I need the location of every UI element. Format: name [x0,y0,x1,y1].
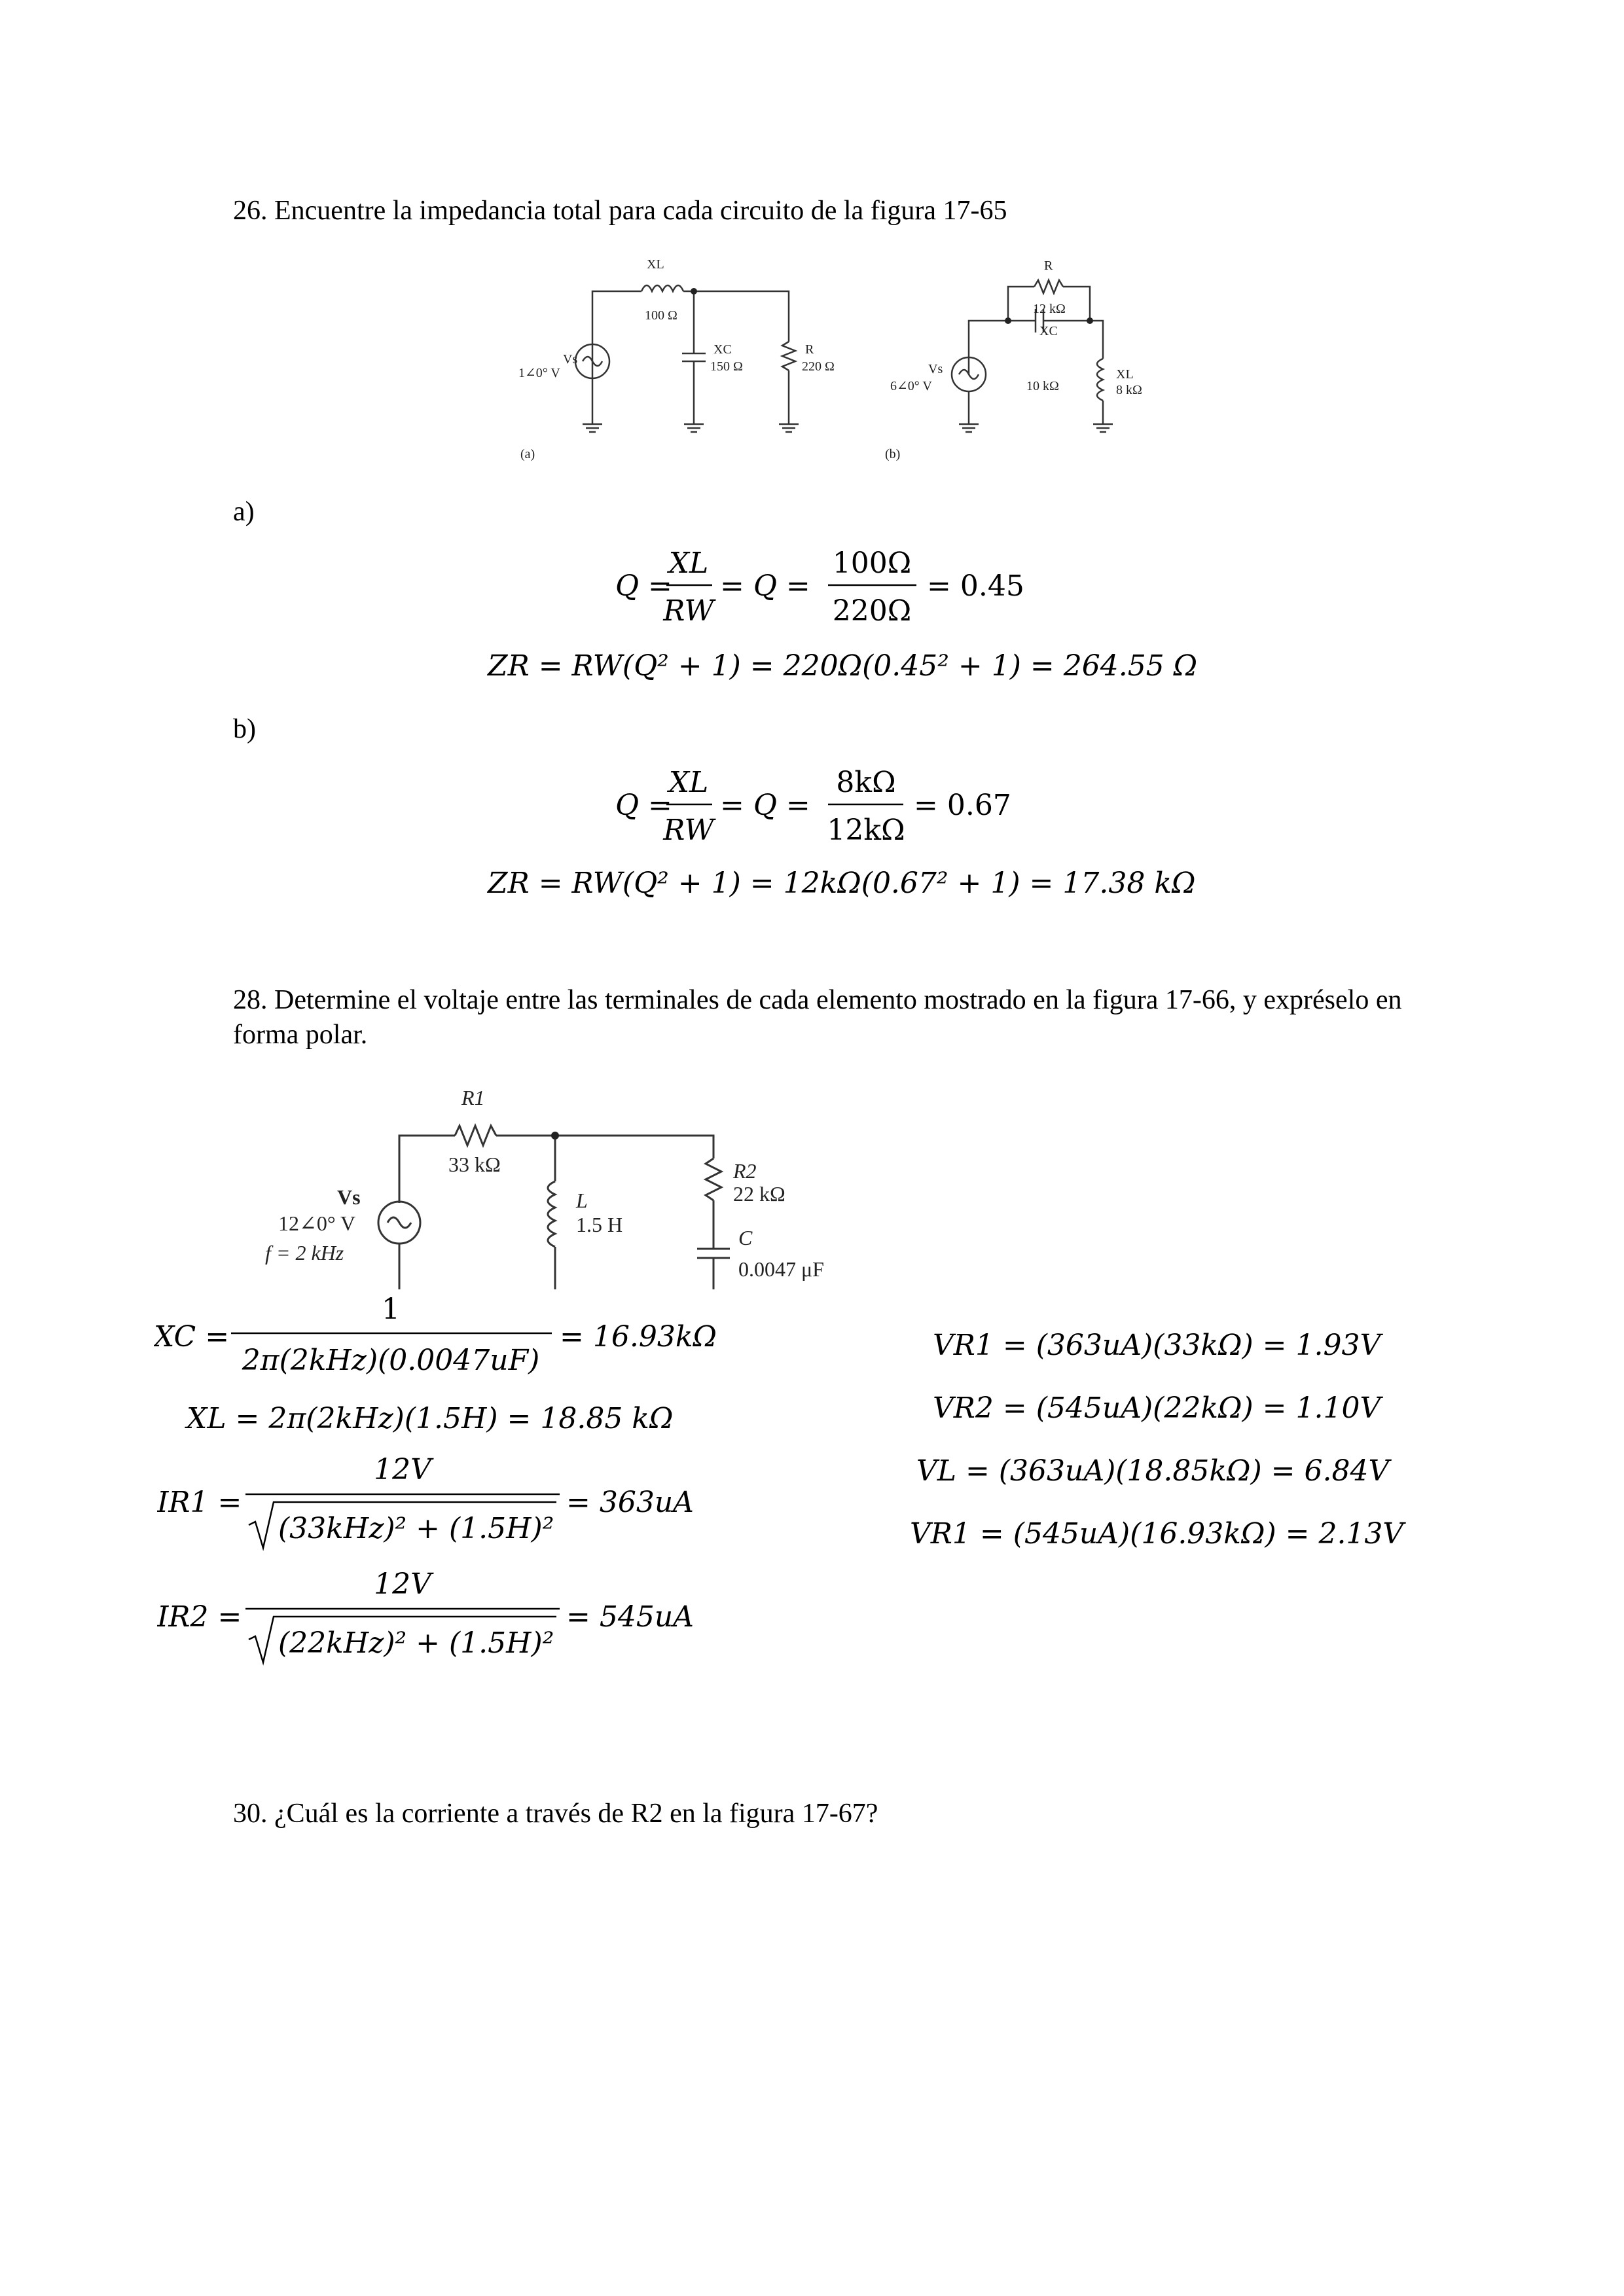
eq-a-q-frac1-den: RW [662,594,716,628]
fig-source-label: Vs [337,1185,361,1209]
fig-a-xc-label: XC [713,342,732,357]
eq-b-q-frac2-num: 8kΩ [836,766,895,799]
fig-l-value: 1.5 H [576,1213,623,1236]
fig-source-value: 12∠0° V [278,1211,355,1235]
eq-xc-result: = 16.93kΩ [560,1320,717,1354]
eq-a-q-frac2-den: 220Ω [833,594,911,628]
eq-ir1-result: = 363uA [566,1486,694,1519]
equation-ir2: IR2 = 12V (22kHz)² + (1.5H)² = 545uA [157,1568,694,1666]
eq-ir1-num: 12V [374,1453,434,1486]
fig-a-source-value: 1∠0° V [518,366,560,380]
eq-ir2-num: 12V [374,1568,434,1601]
eq-a-q-frac1-num: XL [667,547,709,580]
fig-c-label: C [738,1226,753,1249]
eq-a-q-lhs: Q = [615,569,672,603]
fig-b-xc-value: 10 kΩ [1026,379,1059,393]
equation-b-q: Q = XL RW = Q = 8kΩ 12kΩ = 0.67 [615,766,1011,847]
eq-xc-lhs: XC = [154,1320,229,1354]
voltage-line-r2: VR2 = (545uA)(22kΩ) = 1.10V [933,1391,1381,1425]
voltage-line-l: VL = (363uA)(18.85kΩ) = 6.84V [916,1454,1390,1488]
eq-xc-den: 2π(2kHz)(0.0047uF) [242,1344,540,1377]
fig-a-xl-label: XL [647,257,664,272]
fig-frequency: f = 2 kHz [265,1241,344,1265]
fig-r1-value: 33 kΩ [448,1153,501,1176]
eq-ir1-den: (33kHz)² + (1.5H)² [278,1512,554,1545]
fig-a-xl-value: 100 Ω [645,308,677,323]
figure-17-66: R1 33 kΩ L 1.5 H R2 22 kΩ C 0.0047 μF Vs… [265,1086,824,1289]
eq-b-q-mid: = Q = [720,789,810,822]
voltage-line-r1: VR1 = (363uA)(33kΩ) = 1.93V [933,1329,1381,1362]
fig-b-xl-label: XL [1116,367,1134,382]
equation-a-q: Q = XL RW = Q = 100Ω 220Ω = 0.45 [615,547,1024,628]
eq-b-q-result: = 0.67 [914,789,1011,822]
eq-a-q-frac2-num: 100Ω [833,547,911,580]
eq-b-q-frac1-num: XL [667,766,709,799]
fig-a-r-value: 220 Ω [802,359,835,374]
fig-b-source-value: 6∠0° V [890,379,932,393]
question-30-text: 30. ¿Cuál es la corriente a través de R2… [233,1799,878,1829]
question-26-text: 26. Encuentre la impedancia total para c… [233,196,1007,226]
eq-xc-num: 1 [382,1293,400,1326]
fig-b-xl-value: 8 kΩ [1116,383,1142,397]
fig-a-xc-value: 150 Ω [710,359,743,374]
eq-ir2-result: = 545uA [566,1600,694,1634]
part-a-label: a) [233,497,255,527]
eq-b-q-lhs: Q = [615,789,672,822]
figure-17-65: XL 100 Ω XC 150 Ω R 220 Ω Vs 1∠0° V (a) … [518,257,1142,461]
fig-a-caption: (a) [520,447,535,461]
question-28-text: 28. Determine el voltaje entre las termi… [233,985,1402,1050]
fig-b-r-label: R [1044,259,1053,273]
equation-ir1: IR1 = 12V (33kHz)² + (1.5H)² = 363uA [157,1453,694,1551]
part-b-label: b) [233,714,256,744]
eq-b-q-frac1-den: RW [662,814,716,847]
equation-b-z: ZR = RW(Q² + 1) = 12kΩ(0.67² + 1) = 17.3… [488,867,1196,900]
voltage-line-c: VR1 = (545uA)(16.93kΩ) = 2.13V [910,1517,1404,1551]
fig-b-source-label: Vs [928,362,943,376]
equation-xl: XL = 2π(2kHz)(1.5H) = 18.85 kΩ [187,1402,674,1435]
fig-b-r-value: 12 kΩ [1033,302,1066,316]
equation-xc: XC = 1 2π(2kHz)(0.0047uF) = 16.93kΩ [154,1293,717,1377]
fig-r2-value: 22 kΩ [733,1182,785,1206]
fig-r1-label: R1 [461,1086,485,1109]
fig-a-source-label: Vs [563,352,577,367]
fig-l-label: L [575,1189,588,1212]
fig-b-xc-label: XC [1039,324,1058,338]
eq-ir2-lhs: IR2 = [157,1600,242,1634]
fig-b-caption: (b) [885,447,900,461]
eq-a-q-mid: = Q = [720,569,810,603]
eq-ir2-den: (22kHz)² + (1.5H)² [278,1626,554,1660]
eq-ir1-lhs: IR1 = [157,1486,242,1519]
equation-a-z: ZR = RW(Q² + 1) = 220Ω(0.45² + 1) = 264.… [488,649,1198,683]
fig-r2-label: R2 [732,1159,757,1183]
eq-b-q-frac2-den: 12kΩ [827,814,905,847]
fig-a-r-label: R [805,342,814,357]
eq-a-q-result: = 0.45 [927,569,1024,603]
fig-c-value: 0.0047 μF [738,1257,824,1281]
